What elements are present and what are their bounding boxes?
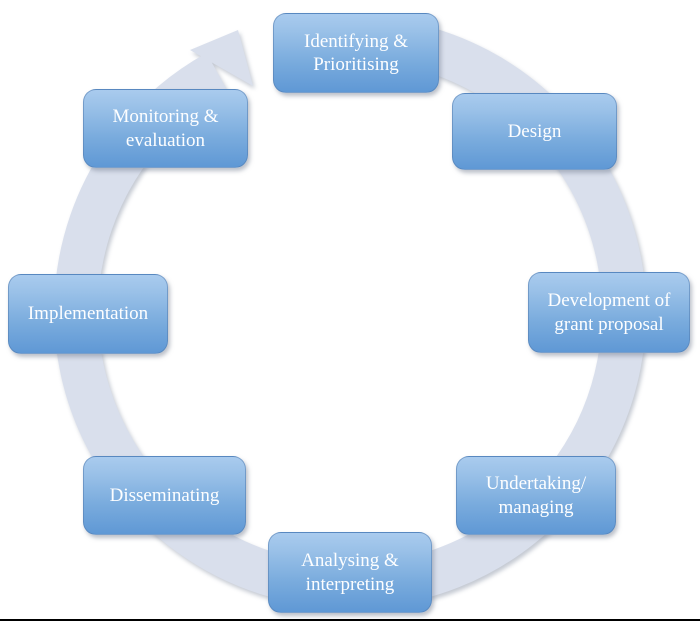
- node-undertaking-managing: Undertaking/ managing: [456, 456, 616, 535]
- node-monitoring-evaluation: Monitoring & evaluation: [83, 89, 248, 168]
- node-identifying-prioritising: Identifying & Prioritising: [273, 13, 439, 93]
- bottom-border-line: [0, 619, 700, 621]
- node-development-grant-proposal: Development of grant proposal: [528, 272, 690, 353]
- arrowhead-icon: [190, 30, 253, 86]
- node-analysing-interpreting: Analysing & interpreting: [268, 532, 432, 613]
- node-design: Design: [452, 93, 617, 170]
- node-implementation: Implementation: [8, 274, 168, 354]
- node-disseminating: Disseminating: [83, 456, 246, 535]
